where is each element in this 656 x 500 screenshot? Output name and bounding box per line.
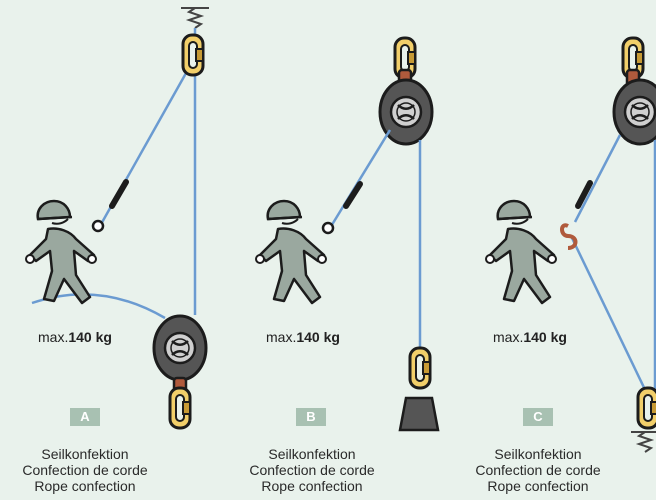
panel-caption: Seilkonfektion Confection de corde Rope … xyxy=(475,446,601,494)
panel-badge: C xyxy=(523,408,553,426)
lanyard-line xyxy=(573,134,622,223)
panel-b xyxy=(254,36,440,432)
panel-caption: Seilkonfektion Confection de corde Rope … xyxy=(249,446,375,494)
panel-a xyxy=(24,7,210,430)
lanyard-line xyxy=(328,129,392,229)
max-load-label: max.140 kg xyxy=(266,329,340,345)
carabiner-icon xyxy=(181,33,205,77)
panel-caption: Seilkonfektion Confection de corde Rope … xyxy=(22,446,148,494)
worker-icon xyxy=(24,199,98,305)
worker-icon xyxy=(484,199,558,305)
anchor-spring-icon xyxy=(180,7,210,29)
carabiner-icon xyxy=(408,346,432,390)
retractable-device-icon xyxy=(152,314,208,382)
rope-grab-icon xyxy=(560,223,578,250)
panel-badge: A xyxy=(70,408,100,426)
max-load-label: max.140 kg xyxy=(493,329,567,345)
panel-badge: B xyxy=(296,408,326,426)
carabiner-icon xyxy=(168,386,192,430)
retractable-device-icon xyxy=(612,78,656,146)
panel-c xyxy=(484,36,656,453)
max-load-label: max.140 kg xyxy=(38,329,112,345)
weight-block-icon xyxy=(398,396,440,432)
worker-icon xyxy=(254,199,328,305)
carabiner-icon xyxy=(636,386,656,430)
anchor-spring-icon xyxy=(630,431,656,453)
rope-line xyxy=(570,237,652,401)
